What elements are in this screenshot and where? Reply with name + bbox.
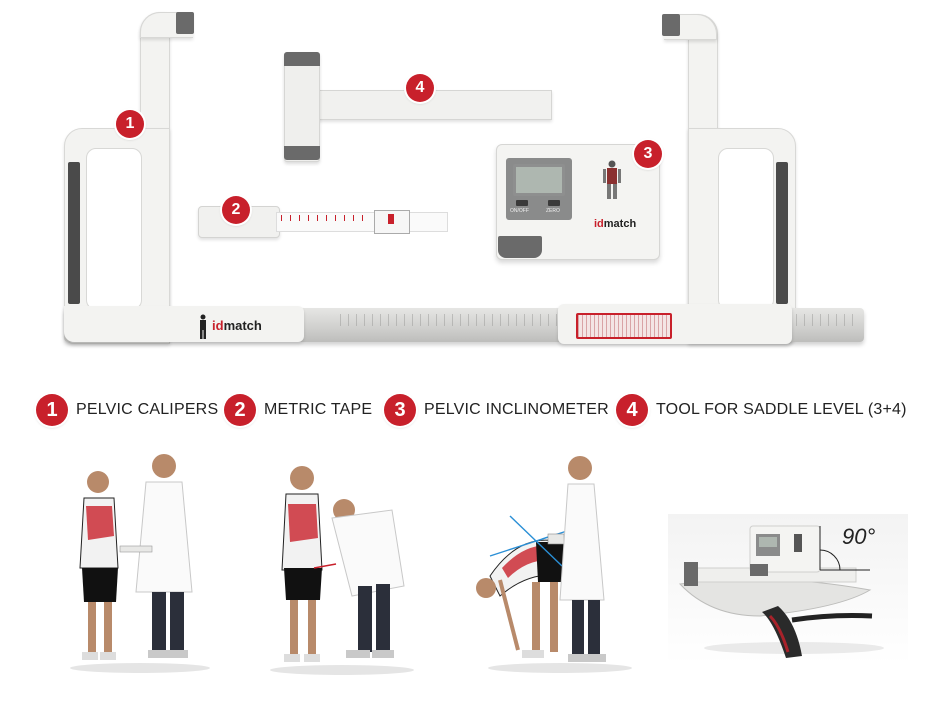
saddle-tool-cap-top [284, 52, 320, 66]
saddle-tool-head [284, 52, 320, 162]
tape-marker [388, 214, 394, 224]
caliper-right-pad [776, 162, 788, 304]
saddle-tool-bar [316, 90, 552, 120]
inclinometer-zero-button[interactable] [548, 200, 560, 206]
inclinometer-onoff-label: ON/OFF [510, 208, 529, 214]
caliper-left-tip [176, 12, 194, 34]
angle-label: 90° [842, 524, 876, 549]
legend-label: PELVIC CALIPERS [76, 401, 219, 418]
legend-label: TOOL FOR SADDLE LEVEL (3+4) [656, 401, 907, 418]
scene-tape-measurement [270, 466, 414, 675]
inclinometer-zero-label: ZERO [546, 208, 560, 214]
caliper-logo: idmatch [212, 318, 262, 333]
badge-inclinometer: 3 [634, 140, 662, 168]
caliper-rail-cover [64, 306, 304, 342]
scene-calipers-measurement [70, 454, 210, 673]
saddle-tool-cap-bottom [284, 146, 320, 160]
legend-badge: 1 [36, 394, 68, 426]
legend-item-calipers: 1 PELVIC CALIPERS [36, 394, 218, 426]
inclinometer-foot [498, 236, 542, 258]
legend-badge: 2 [224, 394, 256, 426]
legend-item-tape: 2 METRIC TAPE [224, 394, 372, 426]
scene-inclinometer-measurement [476, 456, 632, 673]
caliper-slider-window [576, 313, 672, 339]
inclinometer-display [513, 164, 565, 196]
inclinometer-logo: idmatch [594, 218, 637, 230]
caliper-left-grip-hole [86, 148, 142, 310]
legend-item-inclinometer: 3 PELVIC INCLINOMETER [384, 394, 609, 426]
caliper-right-grip-hole [718, 148, 774, 310]
tape-strip [276, 212, 448, 232]
legend-badge: 4 [616, 394, 648, 426]
legend-label: PELVIC INCLINOMETER [424, 401, 609, 418]
badge-tape: 2 [222, 196, 250, 224]
caliper-left-pad [68, 162, 80, 304]
legend-label: METRIC TAPE [264, 401, 373, 418]
badge-calipers: 1 [116, 110, 144, 138]
legend-badge: 3 [384, 394, 416, 426]
inclinometer-onoff-button[interactable] [516, 200, 528, 206]
legend-item-saddle-tool: 4 TOOL FOR SADDLE LEVEL (3+4) [616, 394, 907, 426]
caliper-right-tip [662, 14, 680, 36]
caliper-logo-body-icon [200, 314, 206, 339]
saddle-with-tools [678, 525, 884, 658]
inclinometer-body-icon [603, 160, 621, 199]
badge-saddle-tool: 4 [406, 74, 434, 102]
